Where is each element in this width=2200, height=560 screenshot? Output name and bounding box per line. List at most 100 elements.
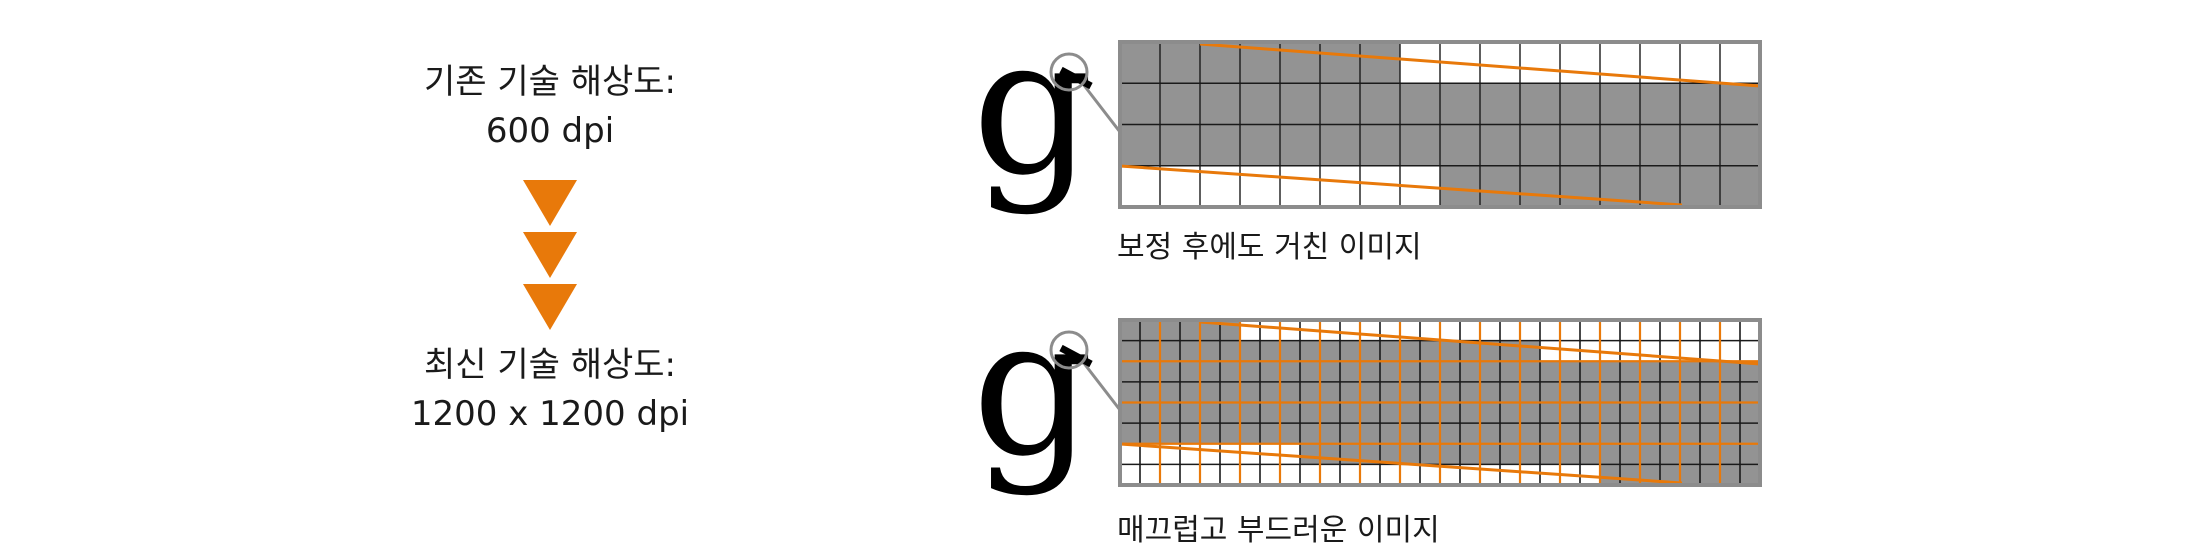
fine-pixel — [1220, 423, 1240, 444]
fine-pixel — [1520, 402, 1540, 424]
fine-pixel — [1420, 320, 1440, 341]
fine-pixel — [1620, 423, 1640, 444]
fine-pixel — [1440, 361, 1460, 382]
fine-pixel — [1280, 443, 1300, 465]
coarse-connector-line — [1081, 83, 1122, 133]
fine-pixel — [1200, 464, 1220, 485]
coarse-pixel — [1280, 83, 1320, 125]
fine-pixel — [1680, 443, 1700, 465]
fine-pixel — [1540, 423, 1560, 444]
coarse-pixel — [1600, 124, 1640, 166]
coarse-pixel — [1480, 165, 1520, 207]
coarse-pixel — [1560, 83, 1600, 125]
new-resolution-title: 최신 기술 해상도: — [423, 345, 677, 385]
fine-edge-top — [1199, 320, 1761, 366]
fine-pixel — [1540, 402, 1560, 424]
fine-pixel — [1660, 443, 1680, 465]
fine-pixel — [1460, 423, 1480, 444]
fine-pixel — [1660, 464, 1680, 485]
fine-pixel — [1480, 402, 1500, 424]
coarse-pixel — [1240, 83, 1280, 125]
fine-pixel — [1220, 443, 1240, 465]
fine-pixel — [1500, 402, 1520, 424]
fine-pixel — [1740, 402, 1760, 424]
fine-pixel — [1540, 340, 1560, 362]
fine-pixel — [1500, 381, 1520, 403]
fine-pixel — [1260, 361, 1280, 382]
fine-pixel — [1440, 381, 1460, 403]
fine-pixel — [1520, 340, 1540, 362]
fine-pixel — [1200, 340, 1220, 362]
fine-pixel — [1260, 381, 1280, 403]
fine-pixel — [1600, 381, 1620, 403]
fine-pixel — [1420, 443, 1440, 465]
fine-pixel — [1500, 361, 1520, 382]
fine-pixel — [1700, 361, 1720, 382]
fine-pixel — [1320, 381, 1340, 403]
fine-pixel — [1580, 443, 1600, 465]
fine-pixel — [1320, 443, 1340, 465]
fine-pixel — [1380, 464, 1400, 485]
fine-pixel — [1220, 361, 1240, 382]
coarse-pixel — [1480, 42, 1520, 84]
fine-pixel — [1120, 402, 1140, 424]
coarse-frame — [1118, 40, 1762, 209]
fine-pixel — [1200, 320, 1220, 341]
fine-pixel — [1660, 381, 1680, 403]
coarse-pixel — [1440, 165, 1480, 207]
coarse-pixel — [1120, 42, 1160, 84]
fine-pixel — [1280, 423, 1300, 444]
fine-pixel — [1500, 423, 1520, 444]
fine-pixel — [1520, 443, 1540, 465]
coarse-pixel — [1360, 124, 1400, 166]
fine-pixel — [1620, 381, 1640, 403]
fine-pixel — [1300, 381, 1320, 403]
fine-pixel — [1460, 320, 1480, 341]
coarse-pixel — [1320, 124, 1360, 166]
fine-pixel — [1520, 423, 1540, 444]
fine-pixel — [1680, 464, 1700, 485]
coarse-pixel — [1680, 124, 1720, 166]
fine-pixel — [1480, 464, 1500, 485]
fine-pixel — [1260, 402, 1280, 424]
coarse-pixel — [1600, 83, 1640, 125]
coarse-pixel — [1720, 124, 1760, 166]
fine-pixel — [1240, 464, 1260, 485]
coarse-magnifier-icon — [1049, 52, 1089, 92]
fine-pixel — [1540, 361, 1560, 382]
fine-pixel — [1640, 443, 1660, 465]
fine-pixel — [1320, 340, 1340, 362]
fine-pixel — [1380, 361, 1400, 382]
fine-magnifier-icon — [1049, 330, 1089, 370]
fine-pixel — [1400, 423, 1420, 444]
fine-pixel — [1700, 443, 1720, 465]
fine-pixel — [1380, 402, 1400, 424]
coarse-pixel — [1680, 165, 1720, 207]
fine-pixel — [1340, 320, 1360, 341]
fine-pixel — [1200, 381, 1220, 403]
fine-pixel — [1640, 402, 1660, 424]
fine-pixel — [1560, 402, 1580, 424]
fine-pixel — [1740, 320, 1760, 341]
fine-frame — [1118, 318, 1762, 487]
fine-pixel — [1640, 340, 1660, 362]
fine-pixel — [1340, 402, 1360, 424]
coarse-pixel — [1520, 124, 1560, 166]
fine-pixel — [1720, 423, 1740, 444]
new-resolution-label: 최신 기술 해상도: 1200 x 1200 dpi — [350, 345, 750, 435]
down-triangle-icon — [523, 284, 577, 330]
fine-pixel — [1480, 381, 1500, 403]
fine-pixel — [1620, 402, 1640, 424]
fine-pixel — [1280, 381, 1300, 403]
fine-pixel — [1580, 361, 1600, 382]
fine-pixel — [1600, 443, 1620, 465]
fine-pixel — [1400, 361, 1420, 382]
fine-pixel — [1640, 381, 1660, 403]
fine-pixel — [1740, 423, 1760, 444]
fine-pixel — [1440, 340, 1460, 362]
fine-pixel — [1120, 443, 1140, 465]
coarse-pixel — [1120, 124, 1160, 166]
coarse-pixel — [1720, 83, 1760, 125]
fine-pixel — [1220, 381, 1240, 403]
coarse-pixel — [1200, 124, 1240, 166]
